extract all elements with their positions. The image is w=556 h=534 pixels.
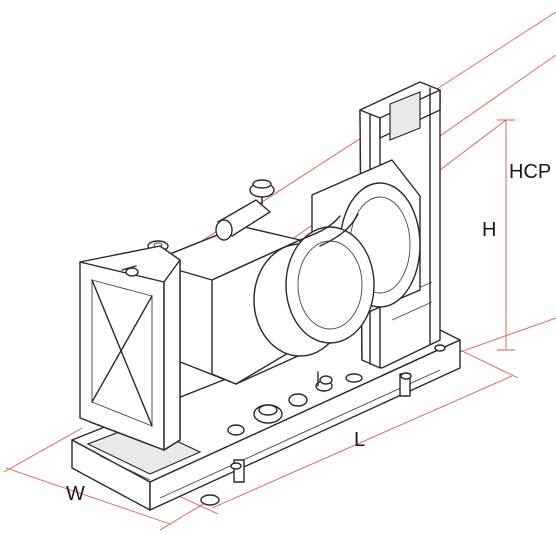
width-extension-left <box>3 427 83 473</box>
engine-block <box>147 179 375 385</box>
height-extension-top <box>439 119 507 171</box>
radiator <box>79 245 181 451</box>
width-label: W <box>66 483 85 505</box>
base-fittings <box>227 371 363 436</box>
length-dimension-line <box>211 375 513 509</box>
width-dimension-line <box>5 467 171 525</box>
length-label: L <box>354 429 365 451</box>
dimension-labels: HCP H L W <box>66 161 551 505</box>
height-label: H <box>482 219 496 241</box>
hcp-label: HCP <box>509 161 551 183</box>
length-extension-right <box>459 349 519 379</box>
height-extension-bottom <box>459 317 556 353</box>
width-extension-right <box>159 499 211 531</box>
